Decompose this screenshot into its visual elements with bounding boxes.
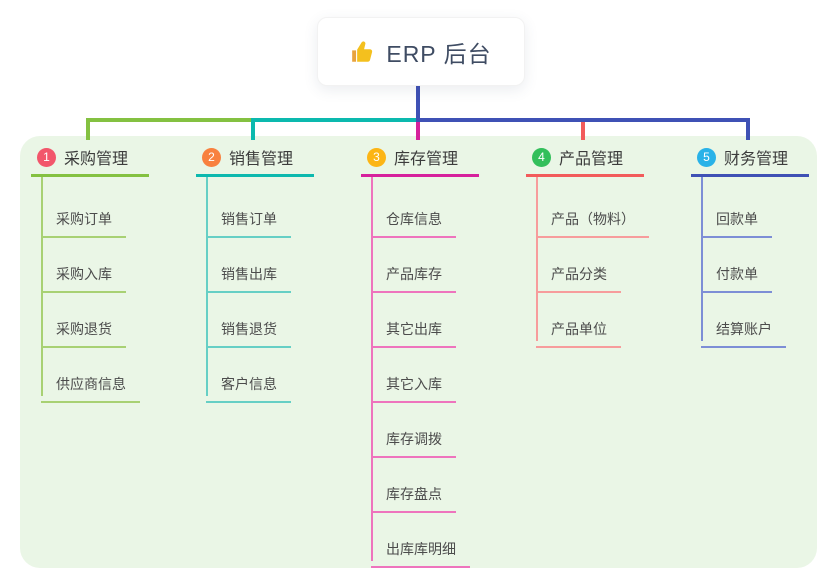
branch-connector-line <box>416 84 750 140</box>
branch-1-header[interactable]: 1 采购管理 <box>31 140 149 177</box>
child-node[interactable]: 付款单 <box>701 231 772 293</box>
branch-3-header[interactable]: 3 库存管理 <box>361 140 479 177</box>
branches-panel <box>20 136 817 568</box>
branch-label: 销售管理 <box>229 151 294 168</box>
branch-number-badge: 1 <box>37 147 56 167</box>
child-node[interactable]: 供应商信息 <box>41 341 140 403</box>
child-node[interactable]: 销售退货 <box>206 286 291 348</box>
child-node[interactable]: 库存调拨 <box>371 396 456 458</box>
child-node[interactable]: 销售订单 <box>206 176 291 238</box>
branch-children-connector <box>701 177 703 341</box>
child-node[interactable]: 产品分类 <box>536 231 621 293</box>
branch-label: 产品管理 <box>559 151 624 168</box>
branch-label: 财务管理 <box>724 151 789 168</box>
child-node[interactable]: 其它出库 <box>371 286 456 348</box>
branch-5-header[interactable]: 5 财务管理 <box>691 140 809 177</box>
branch-4-header[interactable]: 4 产品管理 <box>526 140 644 177</box>
child-node[interactable]: 产品单位 <box>536 286 621 348</box>
root-node-label: ERP 后台 <box>386 40 492 67</box>
child-node[interactable]: 客户信息 <box>206 341 291 403</box>
child-node[interactable]: 库存盘点 <box>371 451 456 513</box>
branch-children-connector <box>206 177 208 396</box>
branch-number-badge: 3 <box>367 147 386 167</box>
branch-label: 库存管理 <box>394 151 459 168</box>
child-node[interactable]: 采购订单 <box>41 176 126 238</box>
child-node[interactable]: 采购入库 <box>41 231 126 293</box>
branch-label: 采购管理 <box>64 151 129 168</box>
branch-number-badge: 5 <box>697 147 716 167</box>
child-node[interactable]: 其它入库 <box>371 341 456 403</box>
root-node-erp[interactable]: ERP 后台 <box>317 17 525 86</box>
branch-number-badge: 4 <box>532 147 551 167</box>
child-node[interactable]: 产品库存 <box>371 231 456 293</box>
child-node[interactable]: 销售出库 <box>206 231 291 293</box>
thumbs-up-icon <box>350 39 376 65</box>
child-node[interactable]: 仓库信息 <box>371 176 456 238</box>
branch-children-connector <box>41 177 43 396</box>
child-node[interactable]: 出库库明细 <box>371 506 470 568</box>
child-node[interactable]: 产品（物料） <box>536 176 649 238</box>
branch-children-connector <box>371 177 373 561</box>
branch-number-badge: 2 <box>202 147 221 167</box>
child-node[interactable]: 结算账户 <box>701 286 786 348</box>
branch-children-connector <box>536 177 538 341</box>
branch-2-header[interactable]: 2 销售管理 <box>196 140 314 177</box>
child-node[interactable]: 回款单 <box>701 176 772 238</box>
child-node[interactable]: 采购退货 <box>41 286 126 348</box>
